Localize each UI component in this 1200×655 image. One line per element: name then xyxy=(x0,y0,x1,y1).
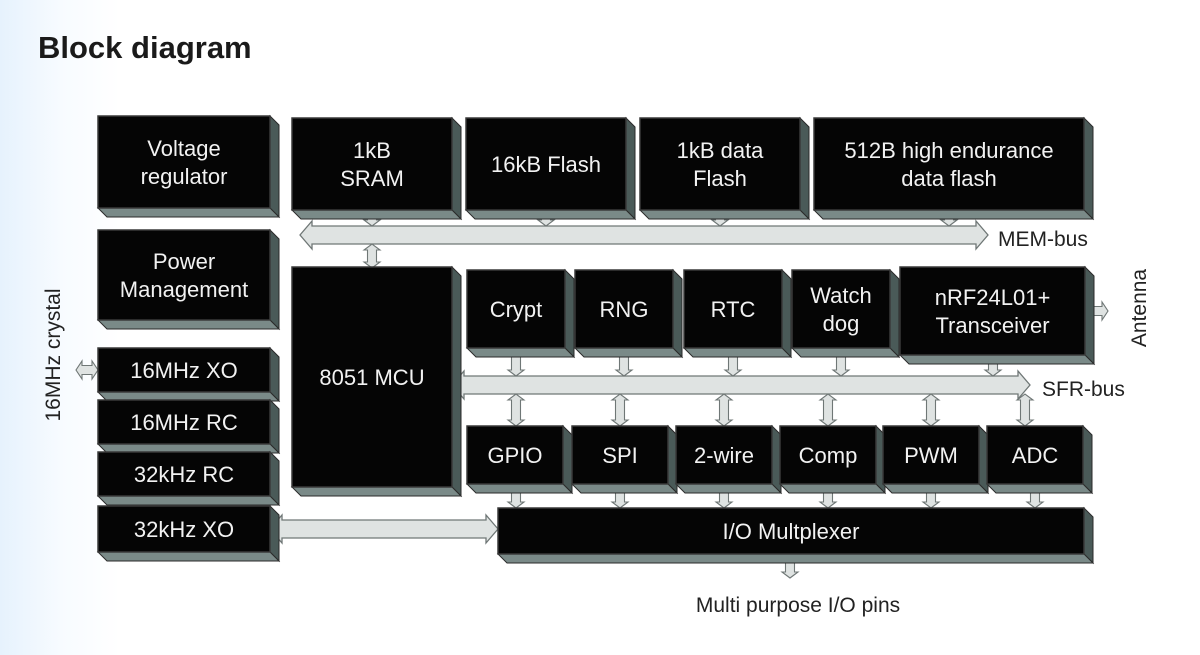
page-title: Block diagram xyxy=(38,30,252,65)
mcu-mem-connector-arrow xyxy=(362,243,382,269)
block-adc: ADC xyxy=(985,424,1094,495)
block-label: I/O Multplexer xyxy=(723,519,860,544)
sfr-bus-arrow xyxy=(451,369,1031,401)
block-xo16: 16MHz XO xyxy=(96,346,281,403)
block-sram: 1kB SRAM xyxy=(290,116,463,221)
block-label: RNG xyxy=(600,297,649,322)
block-crypt: Crypt xyxy=(465,268,576,359)
block-label: nRF24L01+ xyxy=(935,285,1051,310)
block-label: 512B high endurance xyxy=(844,138,1053,163)
block-label: 16kB Flash xyxy=(491,152,601,177)
block-label: 8051 MCU xyxy=(319,365,424,390)
sfr-connector-arrow xyxy=(1015,393,1035,427)
block-label: Transceiver xyxy=(935,313,1049,338)
block-label: 32kHz RC xyxy=(134,462,234,487)
clock-bus-arrow xyxy=(269,513,499,545)
block-label: data flash xyxy=(901,166,996,191)
block-label: Watch xyxy=(810,283,872,308)
block-mcu: 8051 MCU xyxy=(290,265,463,498)
block-label: regulator xyxy=(141,164,228,189)
block-label: 16MHz RC xyxy=(130,410,238,435)
block-label: PWM xyxy=(904,443,958,468)
block-watchdog: Watch dog xyxy=(790,268,901,359)
block-gpio: GPIO xyxy=(465,424,574,495)
block-comp: Comp xyxy=(778,424,887,495)
mem-bus-arrow xyxy=(299,219,989,251)
block-iomux: I/O Multplexer xyxy=(496,506,1095,565)
block-label: Comp xyxy=(799,443,858,468)
mem-bus-label: MEM-bus xyxy=(998,228,1088,251)
block-label: RTC xyxy=(711,297,756,322)
sfr-connector-arrow xyxy=(506,393,526,427)
block-label: 16MHz XO xyxy=(130,358,238,383)
block-label: 32kHz XO xyxy=(134,517,234,542)
sfr-bus-label: SFR-bus xyxy=(1042,378,1125,401)
block-label: Flash xyxy=(693,166,747,191)
crystal-connector-arrow xyxy=(75,359,99,381)
block-label: GPIO xyxy=(487,443,542,468)
sfr-connector-arrow xyxy=(714,393,734,427)
block-transceiver: nRF24L01+ Transceiver xyxy=(898,265,1096,366)
block-label: Voltage xyxy=(147,136,220,161)
block-voltage-regulator: Voltage regulator xyxy=(96,114,281,219)
block-flash: 16kB Flash xyxy=(464,116,637,221)
block-label: SRAM xyxy=(340,166,404,191)
sfr-connector-arrow xyxy=(610,393,630,427)
block-rc16: 16MHz RC xyxy=(96,398,281,455)
antenna-label: Antenna xyxy=(1128,269,1151,348)
block-label: 1kB data xyxy=(677,138,765,163)
block-label: dog xyxy=(823,311,860,336)
block-twowire: 2-wire xyxy=(674,424,783,495)
block-label: 1kB xyxy=(353,138,391,163)
block-xo32: 32kHz XO xyxy=(96,504,281,563)
crystal-label: 16MHz crystal xyxy=(42,288,65,421)
sfr-connector-arrow xyxy=(818,393,838,427)
block-label: SPI xyxy=(602,443,637,468)
block-rng: RNG xyxy=(573,268,684,359)
block-pwm: PWM xyxy=(881,424,990,495)
block-he-flash: 512B high endurance data flash xyxy=(812,116,1095,221)
block-label: Management xyxy=(120,277,248,302)
block-label: 2-wire xyxy=(694,443,754,468)
sfr-connector-arrow xyxy=(921,393,941,427)
io-pins-label: Multi purpose I/O pins xyxy=(696,594,900,617)
block-label: Power xyxy=(153,249,215,274)
block-rc32: 32kHz RC xyxy=(96,450,281,507)
block-label: ADC xyxy=(1012,443,1059,468)
block-label: Crypt xyxy=(490,297,543,322)
block-spi: SPI xyxy=(570,424,679,495)
block-rtc: RTC xyxy=(682,268,793,359)
